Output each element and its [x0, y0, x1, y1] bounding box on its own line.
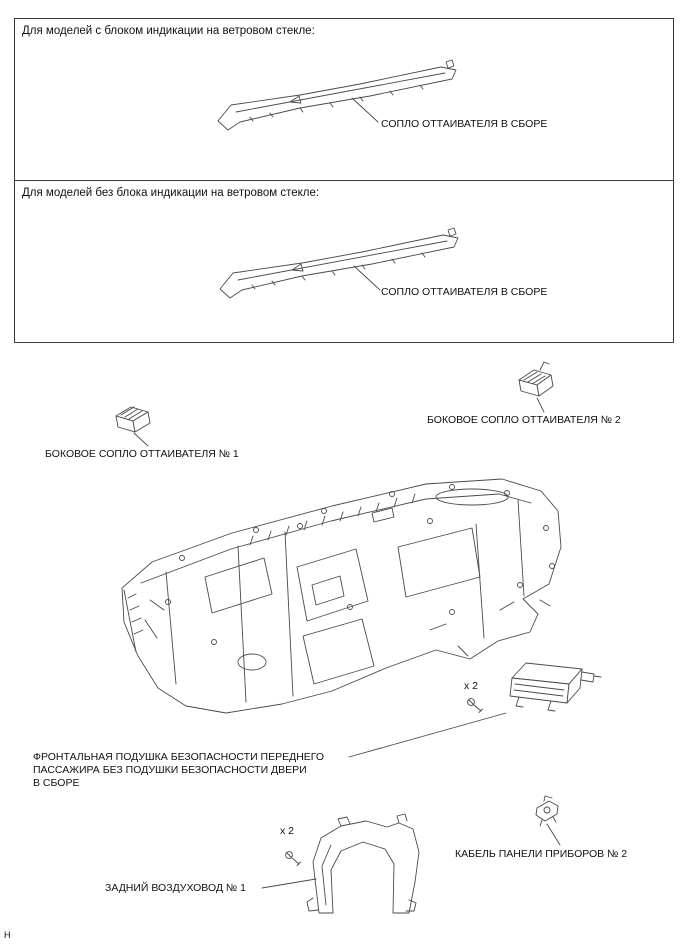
airbag-bolt-quantity: x 2: [464, 680, 479, 692]
variant-box-frame: [14, 18, 674, 343]
duct-bolt-quantity: x 2: [280, 825, 295, 837]
passenger-airbag-label-line-2: ПАССАЖИРА БЕЗ ПОДУШКИ БЕЗОПАСНОСТИ ДВЕРИ: [33, 764, 307, 776]
leader-lines: [133, 97, 561, 889]
variant-caption-1: Для моделей с блоком индикации на ветров…: [22, 25, 315, 37]
page-footer-mark: H: [4, 930, 11, 940]
side-defroster-nozzle-2-label: БОКОВОЕ СОПЛО ОТТАИВАТЕЛЯ № 2: [427, 414, 621, 426]
passenger-airbag-label: ФРОНТАЛЬНАЯ ПОДУШКА БЕЗОПАСНОСТИ ПЕРЕДНЕ…: [33, 751, 363, 790]
instrument-panel-frame-drawing: [121, 478, 562, 714]
passenger-airbag-label-line-3: В СБОРЕ: [33, 777, 80, 789]
side-defroster-nozzle-1-label: БОКОВОЕ СОПЛО ОТТАИВАТЕЛЯ № 1: [45, 448, 239, 460]
defroster-nozzle-label-2: СОПЛО ОТТАИВАТЕЛЯ В СБОРЕ: [381, 286, 548, 298]
rear-air-duct-label: ЗАДНИЙ ВОЗДУХОВОД № 1: [105, 882, 246, 894]
side-defroster-nozzle-2-drawing: [518, 361, 554, 397]
instrument-panel-cable-drawing: [535, 795, 559, 827]
passenger-airbag-drawing: [509, 662, 602, 712]
rear-air-duct-drawing: [306, 813, 420, 914]
passenger-airbag-label-line-1: ФРОНТАЛЬНАЯ ПОДУШКА БЕЗОПАСНОСТИ ПЕРЕДНЕ…: [33, 751, 325, 763]
defroster-nozzle-label-1: СОПЛО ОТТАИВАТЕЛЯ В СБОРЕ: [381, 118, 548, 130]
variant-caption-2: Для моделей без блока индикации на ветро…: [22, 187, 320, 199]
bolt-icon: [285, 851, 301, 866]
side-defroster-nozzle-1-drawing: [115, 406, 151, 433]
bolt-icon: [467, 698, 483, 713]
instrument-panel-cable-label: КАБЕЛЬ ПАНЕЛИ ПРИБОРОВ № 2: [455, 848, 628, 860]
